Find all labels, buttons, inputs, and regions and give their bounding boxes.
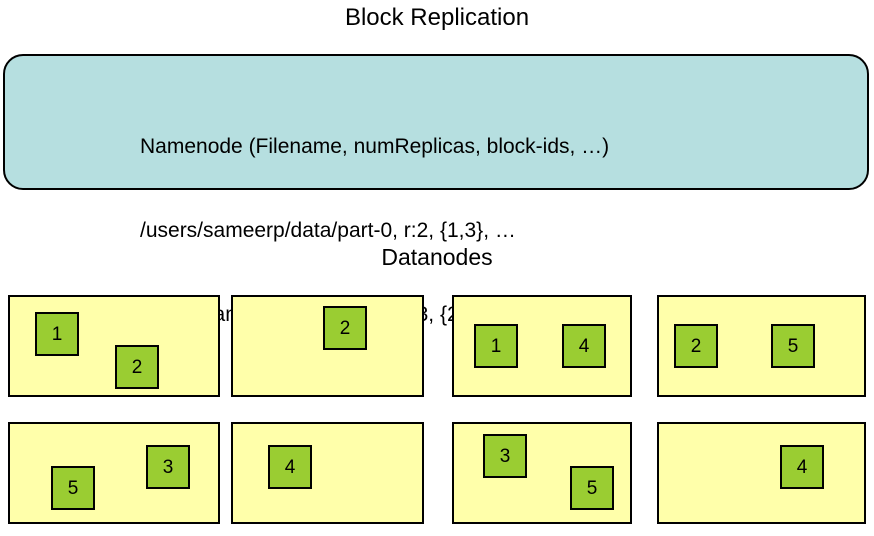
data-block: 1 — [474, 324, 518, 368]
data-block: 5 — [771, 324, 815, 368]
namenode-file-line-0: /users/sameerp/data/part-0, r:2, {1,3}, … — [140, 219, 516, 242]
data-block: 2 — [115, 345, 159, 389]
namenode-header-line: Namenode (Filename, numReplicas, block-i… — [140, 135, 610, 158]
datanode-box: 2 — [231, 295, 424, 397]
data-block: 4 — [268, 445, 312, 489]
data-block: 3 — [146, 445, 190, 489]
data-block: 1 — [35, 312, 79, 356]
datanode-box: 4 — [231, 422, 424, 524]
data-block: 5 — [570, 466, 614, 510]
data-block: 4 — [562, 324, 606, 368]
datanodes-title: Datanodes — [381, 244, 493, 270]
namenode-box: Namenode (Filename, numReplicas, block-i… — [3, 54, 869, 326]
datanode-box: 4 — [657, 422, 866, 524]
data-block: 4 — [780, 445, 824, 489]
data-block: 5 — [51, 466, 95, 510]
data-block: 3 — [483, 434, 527, 478]
data-block: 2 — [674, 324, 718, 368]
data-block: 2 — [323, 306, 367, 350]
page-title: Block Replication — [344, 4, 530, 31]
